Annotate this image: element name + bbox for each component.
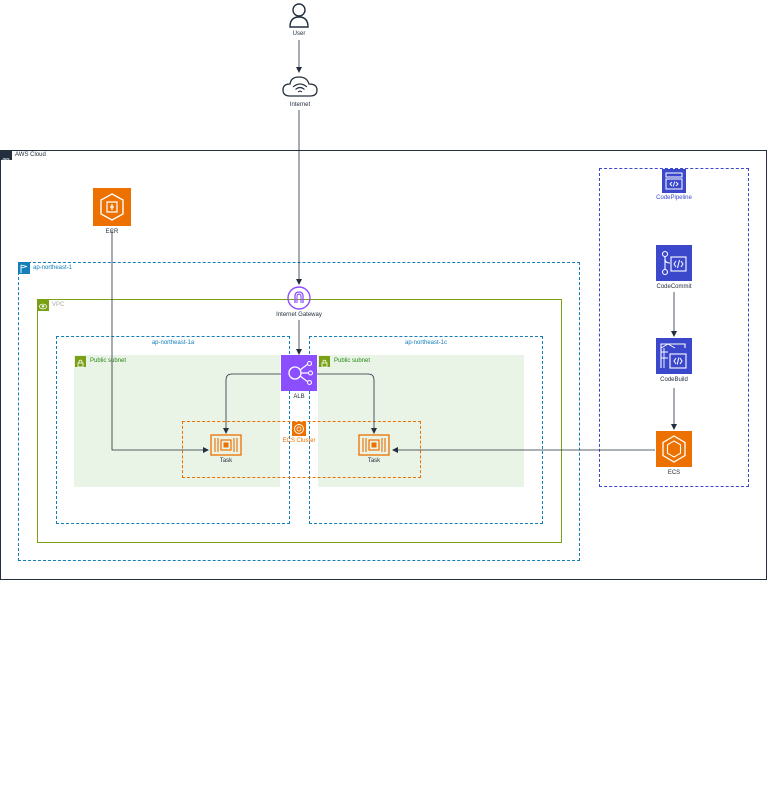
aws-cloud-icon: aws: [0, 150, 12, 161]
internet-gateway-label: Internet Gateway: [276, 312, 322, 318]
codepipeline-icon: [662, 169, 686, 193]
vpc-group: [37, 299, 562, 543]
internet-cloud-icon: [282, 74, 318, 100]
user-icon: [288, 2, 310, 28]
ecr-label: ECR: [105, 229, 119, 235]
task-c-icon: [358, 434, 390, 456]
codecommit-label: CodeCommit: [656, 284, 692, 290]
codebuild-icon: [656, 338, 692, 374]
codecommit-icon: [656, 245, 692, 281]
codepipeline-label: CodePipeline: [656, 195, 692, 201]
region-flag-icon: [18, 262, 30, 274]
public-subnet-c-label: Public subnet: [334, 358, 371, 364]
ecr-icon: [93, 188, 131, 226]
ecs-cluster-icon: [292, 422, 306, 436]
user-label: User: [292, 31, 306, 37]
vpc-label: VPC: [52, 302, 65, 308]
alb-label: ALB: [293, 394, 305, 400]
ecs-cluster-label: ECS Cluster: [282, 438, 316, 444]
internet-label: Internet: [289, 102, 311, 108]
aws-cloud-group: [0, 150, 767, 580]
codepipeline-group: [599, 168, 749, 487]
public-subnet-a-label: Public subnet: [90, 358, 127, 364]
task-a-label: Task: [219, 458, 233, 464]
az-c-group: [309, 336, 543, 524]
task-c-label: Task: [367, 458, 381, 464]
alb-icon: [281, 355, 317, 391]
az-c-label: ap-northeast-1c: [404, 340, 448, 346]
lock-icon: [319, 356, 330, 368]
task-a-icon: [210, 434, 242, 456]
codebuild-label: CodeBuild: [660, 377, 688, 383]
aws-cloud-label: AWS Cloud: [15, 152, 46, 158]
az-a-label: ap-northeast-1a: [151, 340, 195, 346]
ecs-label: ECS: [667, 470, 681, 476]
internet-gateway-icon: [287, 286, 311, 310]
svg-text:aws: aws: [2, 156, 9, 161]
region-label: ap-northeast-1: [33, 265, 73, 271]
vpc-icon: [37, 299, 49, 311]
lock-icon: [75, 356, 86, 368]
ecs-icon: [656, 431, 692, 467]
